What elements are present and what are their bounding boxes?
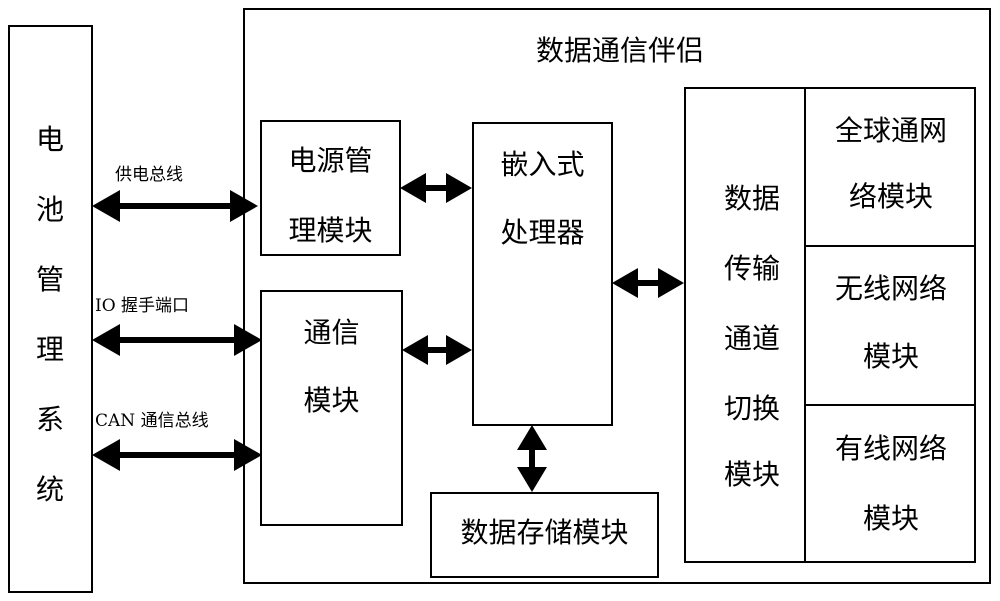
battery-system-char: 统	[30, 475, 70, 505]
battery-system-char: 电	[30, 125, 70, 155]
power-bus-label: 供电总线	[115, 165, 183, 185]
battery-system-char: 理	[30, 335, 70, 365]
wired-module-line1: 有线网络	[806, 434, 976, 464]
battery-management-system-box	[8, 25, 93, 593]
can-bus-label: CAN 通信总线	[95, 411, 209, 431]
arrow-power-bus	[92, 190, 258, 222]
divider	[804, 87, 806, 563]
switch-module-line: 传输	[724, 254, 764, 284]
io-port-label: IO 握手端口	[95, 296, 189, 316]
arrow-io-port	[92, 324, 262, 356]
arrow-can-bus	[92, 439, 262, 471]
switch-module-line: 通道	[724, 324, 764, 354]
comm-module-line2: 模块	[260, 386, 403, 416]
switch-module-line: 数据	[724, 184, 764, 214]
wireless-module-line1: 无线网络	[806, 274, 976, 304]
processor-line2: 处理器	[472, 218, 613, 248]
battery-system-char: 池	[30, 195, 70, 225]
comm-module-line1: 通信	[260, 318, 403, 348]
storage-label: 数据存储模块	[430, 518, 659, 548]
gsm-module-line1: 全球通网	[806, 116, 976, 146]
wireless-module-line2: 模块	[806, 342, 976, 372]
battery-system-char: 系	[30, 405, 70, 435]
battery-system-char: 管	[30, 265, 70, 295]
divider	[804, 404, 976, 406]
switch-module-line: 模块	[724, 460, 764, 490]
companion-title: 数据通信伴侣	[520, 36, 720, 66]
power-module-line2: 理模块	[260, 216, 401, 246]
wired-module-line2: 模块	[806, 504, 976, 534]
divider	[804, 245, 976, 247]
processor-line1: 嵌入式	[472, 150, 613, 180]
gsm-module-line2: 络模块	[806, 182, 976, 212]
switch-module-line: 切换	[724, 394, 764, 424]
power-module-line1: 电源管	[260, 146, 401, 176]
